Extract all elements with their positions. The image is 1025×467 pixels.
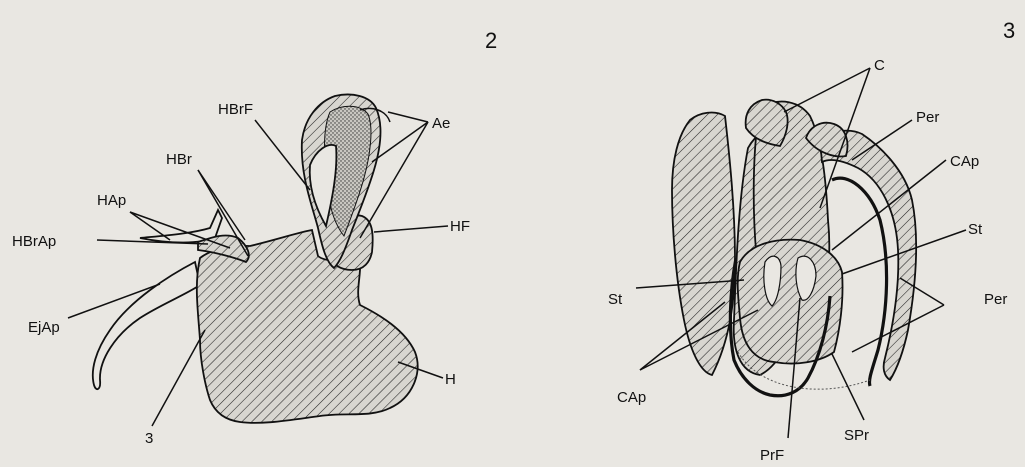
figure-number-3: 3 [1003,18,1015,43]
figure-number-2: 2 [485,28,497,53]
label-ejap: EjAp [28,319,60,336]
label-hf: HF [450,218,470,235]
label-spr: SPr [844,427,869,444]
label-hbrf: HBrF [218,101,253,118]
ejaculatory-apodeme-shape [93,262,200,389]
label-ref-3: 3 [145,430,153,447]
top-left-lobe [746,100,788,146]
label-ae: Ae [432,115,450,132]
label-st-right: St [968,221,983,238]
hypandrium-body [197,230,418,423]
label-hbr: HBr [166,151,192,168]
label-prf: PrF [760,447,784,464]
label-per-top: Per [916,109,939,126]
label-h: H [445,371,456,388]
label-st-left: St [608,291,623,308]
label-per-right: Per [984,291,1007,308]
figure-3: 3 [608,18,1015,464]
left-outer-lobe [672,113,735,375]
label-c: C [874,57,885,74]
figure-2: 2 HBrF [12,28,497,447]
central-process [738,240,843,364]
label-cap-bottom: CAp [617,389,646,406]
label-cap-top: CAp [950,153,979,170]
label-hap: HAp [97,192,126,209]
label-hbrap: HBrAp [12,233,56,250]
